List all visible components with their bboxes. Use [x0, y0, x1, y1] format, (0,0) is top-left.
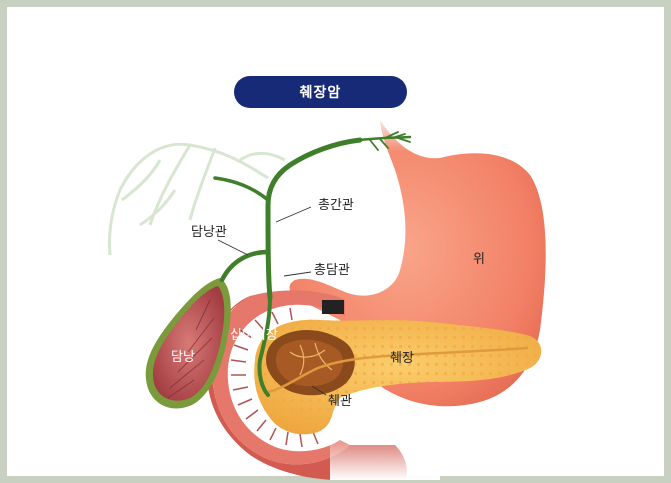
leader-lines — [217, 206, 327, 396]
label-gallbladder: 담낭 — [171, 350, 195, 365]
label-pancreatic-duct: 췌관 — [328, 394, 352, 409]
label-pancreas: 췌장 — [390, 351, 414, 366]
label-cystic-duct: 담낭관 — [191, 225, 227, 240]
label-common-hepatic-duct: 총간관 — [318, 198, 354, 213]
duodenum-cut-edge — [322, 300, 344, 314]
duodenum-folds — [230, 307, 319, 448]
stomach-top-fade — [360, 112, 450, 152]
label-stomach: 위 — [473, 252, 485, 267]
label-common-bile-duct: 총담관 — [314, 263, 350, 278]
pancreatic-duct — [267, 346, 529, 394]
bile-ducts — [213, 131, 412, 397]
liver-ducts — [108, 142, 286, 256]
label-duodenum: 십이지장 — [230, 328, 278, 343]
diagram-title: 췌장암 — [234, 76, 407, 108]
